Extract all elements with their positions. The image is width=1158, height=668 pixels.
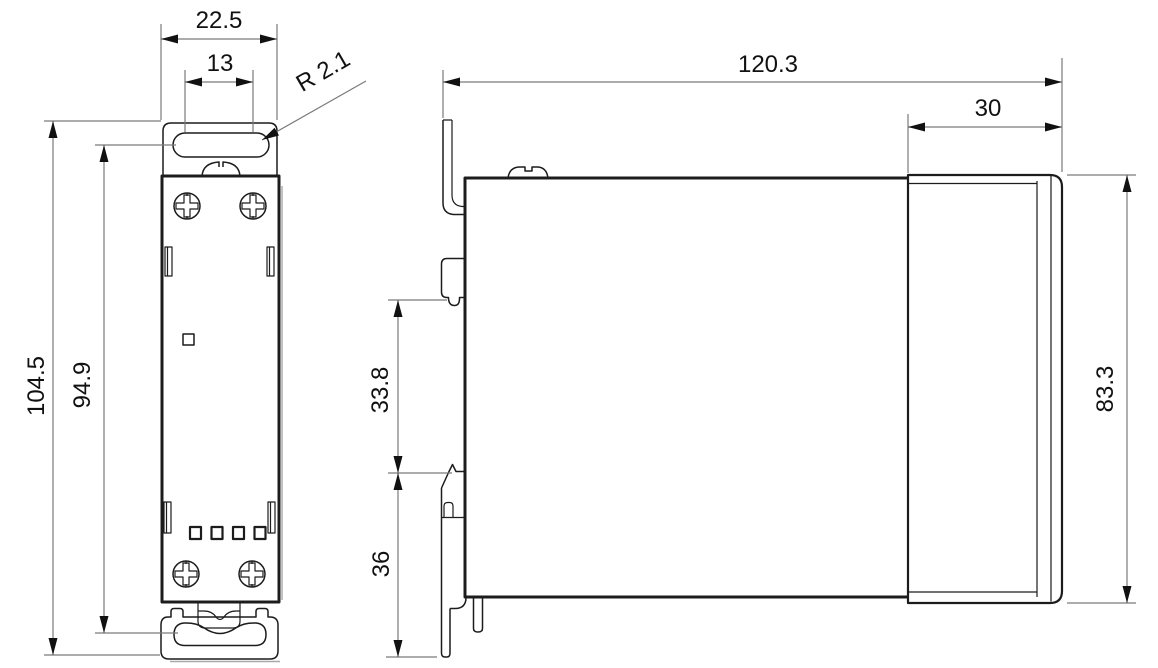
- dim-label-front-width: 22.5: [196, 7, 243, 34]
- arrowhead: [393, 473, 403, 490]
- arrowhead: [99, 145, 109, 162]
- vent-slot: [163, 501, 172, 534]
- arrowhead: [908, 122, 925, 132]
- mounting-slot-top: [172, 132, 270, 158]
- heatsink-cover-outline: [906, 173, 1064, 605]
- arrowhead: [99, 616, 109, 633]
- vent-slot: [267, 501, 276, 534]
- screw-head: [239, 192, 267, 220]
- mounting-tab-top: [162, 122, 278, 176]
- din-rail-flange-top: [442, 119, 466, 216]
- extension-line: [44, 120, 161, 656]
- din-clip-notch: [197, 603, 241, 629]
- heatsink-cover: [906, 173, 1064, 605]
- screw-head: [173, 192, 201, 220]
- clip-dome-cutout: [201, 161, 241, 177]
- dim-front-slot-width: 13: [184, 50, 254, 132]
- extension-line: [184, 70, 254, 132]
- dim-label-cover-width: 30: [975, 95, 1002, 122]
- screw-head: [238, 560, 266, 588]
- side-body-outline: [463, 176, 908, 599]
- terminal-squares: [188, 525, 267, 541]
- dim-label-din-lower: 36: [368, 551, 395, 578]
- dim-din-lower: 36: [368, 473, 437, 658]
- mounting-slot-bottom: [173, 622, 267, 647]
- front-body-outline: [160, 174, 281, 604]
- dim-cover-width: 30: [907, 95, 1062, 173]
- arrowhead: [1045, 122, 1062, 132]
- terminal-square: [188, 525, 203, 541]
- dim-label-mount-span: 94.9: [69, 362, 96, 409]
- arrowhead: [48, 638, 58, 655]
- vent-slot: [164, 246, 173, 277]
- terminal-square: [210, 525, 224, 541]
- arrowhead: [393, 300, 403, 317]
- arrowhead: [1122, 586, 1132, 603]
- dim-front-height: 104.5: [23, 120, 161, 656]
- extension-line: [160, 24, 278, 120]
- dim-label-side-width: 120.3: [738, 51, 798, 78]
- dim-front-mount-span: 94.9: [69, 144, 178, 634]
- terminal-square: [231, 525, 246, 541]
- dim-front-width: 22.5: [160, 7, 278, 120]
- dim-label-slot-width: 13: [207, 50, 234, 77]
- extension-line: [442, 58, 1063, 172]
- dim-side-width: 120.3: [442, 51, 1063, 172]
- mounting-tab-bottom-outline: [160, 607, 279, 660]
- din-clip-lower: [440, 488, 467, 658]
- din-clip-upper-tab: [440, 257, 466, 307]
- vent-slot: [266, 246, 275, 277]
- extension-line: [1067, 174, 1136, 604]
- heatsink-cover-inner-lines: [908, 176, 1052, 602]
- arrowhead: [1122, 175, 1132, 192]
- extension-line: [95, 144, 178, 634]
- side-view: [440, 119, 1064, 658]
- arrowhead: [262, 127, 279, 140]
- leader-line: [261, 80, 367, 141]
- terminal-square: [253, 525, 267, 541]
- arrowhead: [236, 77, 253, 87]
- arrowhead: [443, 77, 460, 87]
- mounting-tab-bottom: [160, 603, 280, 663]
- arrowhead: [393, 456, 403, 473]
- arrowhead: [393, 640, 403, 657]
- screw-head: [172, 560, 200, 588]
- dim-label-slot-radius: R 2.1: [292, 45, 355, 97]
- dim-cover-height: 83.3: [1067, 174, 1136, 604]
- screw-dome-side: [507, 166, 549, 179]
- arrowhead: [185, 77, 202, 87]
- dim-din-upper: 33.8: [367, 299, 452, 474]
- din-clip-hook: [440, 463, 466, 489]
- dim-label-front-height: 104.5: [23, 356, 50, 416]
- arrowhead: [48, 121, 58, 138]
- arrowhead: [1045, 77, 1062, 87]
- arrowhead: [260, 34, 277, 44]
- front-view: [160, 122, 283, 663]
- dim-label-din-upper: 33.8: [367, 367, 394, 414]
- din-clip-foot: [198, 610, 240, 621]
- led-window: [182, 333, 195, 346]
- dim-label-cover-height: 83.3: [1092, 366, 1119, 413]
- arrowhead: [161, 34, 178, 44]
- din-clip-spring-pin: [472, 597, 484, 633]
